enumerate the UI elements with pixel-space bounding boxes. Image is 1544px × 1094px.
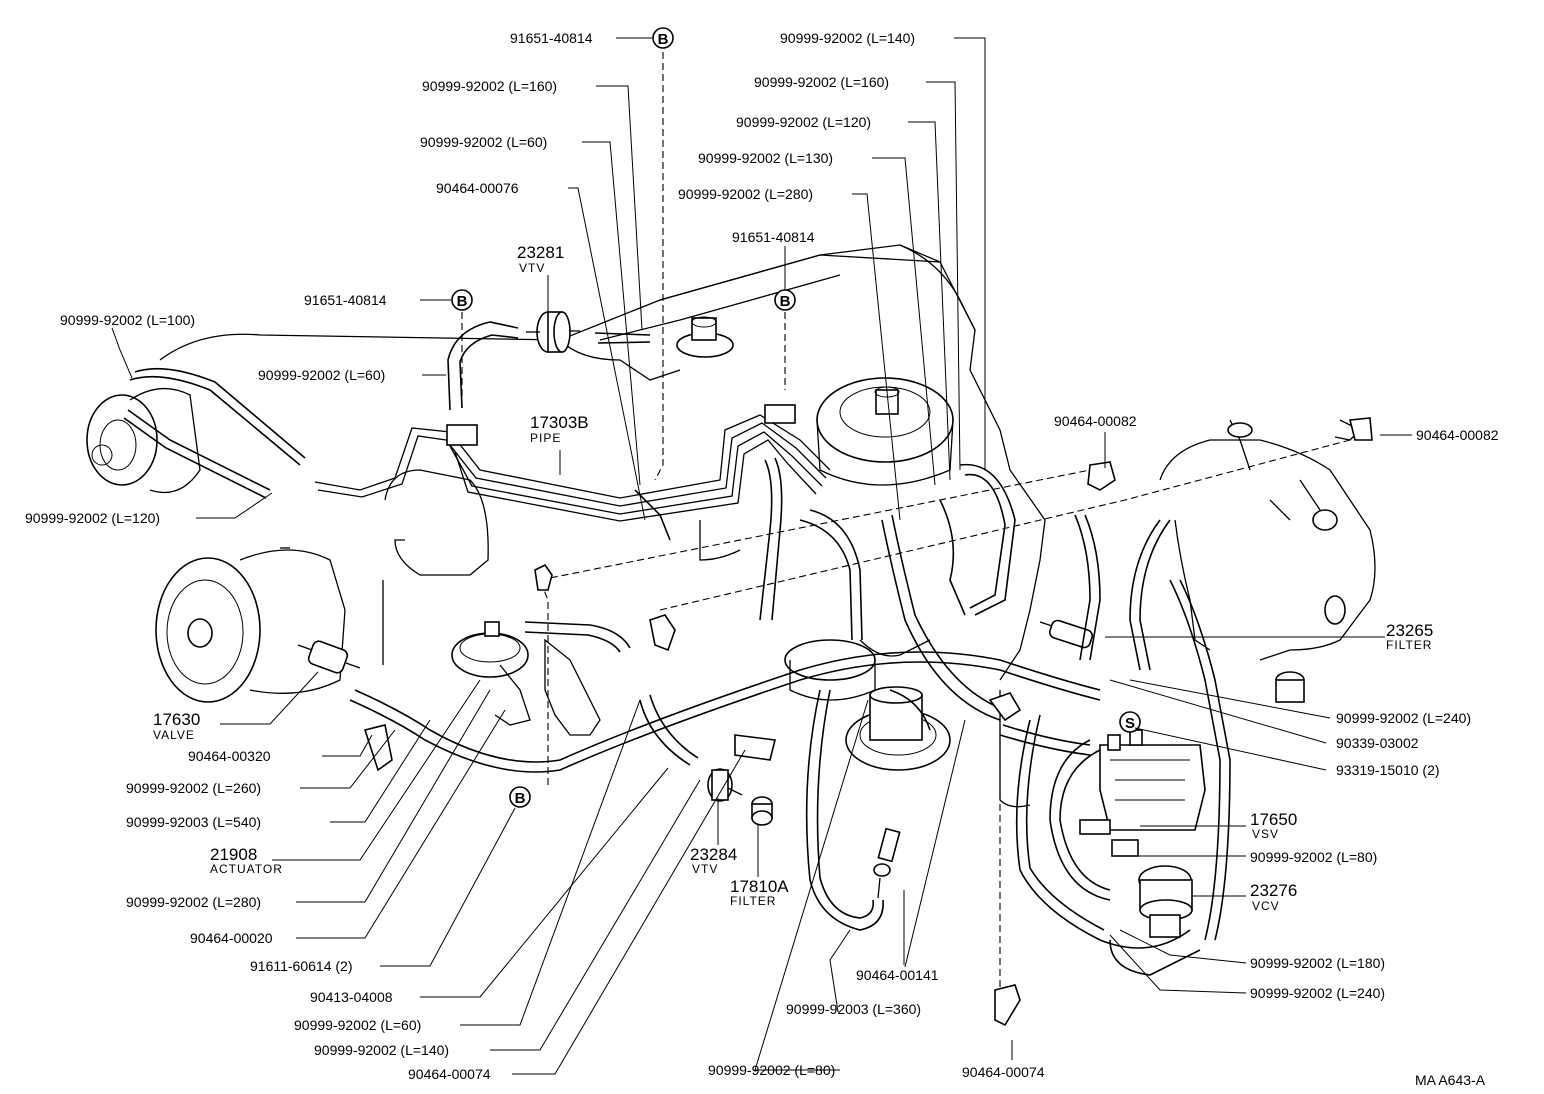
label-17303b: 17303B bbox=[530, 413, 589, 432]
sensor-plug bbox=[873, 827, 901, 899]
leader-lines bbox=[111, 37, 1412, 1075]
label-hose-l120-b: 90999-92002 (L=120) bbox=[736, 114, 871, 130]
label-90464-00076: 90464-00076 bbox=[436, 180, 519, 196]
label-hose-l80-b: 90999-92002 (L=80) bbox=[708, 1062, 835, 1078]
label-91651-40814-mid: 91651-40814 bbox=[732, 229, 815, 245]
ref-letter: B bbox=[780, 293, 791, 310]
ref-marker-b-bottom: B bbox=[509, 786, 531, 808]
ref-marker-b-left: B bbox=[451, 289, 473, 311]
ref-letter: B bbox=[515, 790, 526, 807]
label-hose-l120-left: 90999-92002 (L=120) bbox=[25, 510, 160, 526]
label-90464-00082-b: 90464-00082 bbox=[1416, 427, 1499, 443]
ref-letter: S bbox=[1125, 715, 1135, 732]
label-23265-filter: FILTER bbox=[1386, 638, 1432, 652]
label-90464-00141: 90464-00141 bbox=[856, 967, 939, 983]
label-23265: 23265 bbox=[1386, 621, 1433, 640]
label-90464-00074-b: 90464-00074 bbox=[962, 1064, 1045, 1080]
label-21908-actuator: ACTUATOR bbox=[210, 862, 283, 876]
label-17810a: 17810A bbox=[730, 877, 789, 896]
vtv-23281 bbox=[526, 311, 580, 353]
label-23284-vtv: VTV bbox=[692, 862, 718, 876]
label-91651-40814-left: 91651-40814 bbox=[304, 292, 387, 308]
label-hose-l100: 90999-92002 (L=100) bbox=[60, 312, 195, 328]
label-91611-60614: 91611-60614 (2) bbox=[250, 958, 352, 974]
label-hose-l180: 90999-92002 (L=180) bbox=[1250, 955, 1385, 971]
label-17630: 17630 bbox=[153, 710, 200, 729]
ref-marker-b-top: B bbox=[652, 27, 674, 49]
label-hose-l80-right: 90999-92002 (L=80) bbox=[1250, 849, 1377, 865]
valve-17630 bbox=[297, 640, 361, 674]
label-hose-l260: 90999-92002 (L=260) bbox=[126, 780, 261, 796]
injection-pump bbox=[1159, 419, 1376, 703]
vsv-17650 bbox=[1079, 729, 1206, 857]
ref-marker-s: S bbox=[1119, 711, 1141, 733]
label-hose-l160-a: 90999-92002 (L=160) bbox=[422, 78, 557, 94]
label-23276-vcv: VCV bbox=[1252, 899, 1280, 913]
label-23281: 23281 bbox=[517, 243, 564, 262]
label-17810a-filter: FILTER bbox=[730, 894, 776, 908]
label-hose-l130: 90999-92002 (L=130) bbox=[698, 150, 833, 166]
pipe-17303b bbox=[314, 404, 831, 522]
ref-letter: B bbox=[457, 293, 468, 310]
label-93319-15010: 93319-15010 (2) bbox=[1336, 762, 1440, 778]
ref-letter: B bbox=[658, 31, 669, 48]
label-90339-03002: 90339-03002 bbox=[1336, 735, 1419, 751]
filter-23265 bbox=[1039, 619, 1093, 649]
label-17650: 17650 bbox=[1250, 810, 1297, 829]
actuator-21908 bbox=[451, 621, 601, 736]
label-hose-l240-a: 90999-92002 (L=240) bbox=[1336, 710, 1471, 726]
air-cleaner bbox=[816, 377, 954, 486]
label-21908: 21908 bbox=[210, 845, 257, 864]
ref-marker-b-mid: B bbox=[774, 289, 796, 311]
label-hose-l540: 90999-92003 (L=540) bbox=[126, 814, 261, 830]
filter-17810a bbox=[751, 796, 773, 826]
label-hose-l240-b: 90999-92002 (L=240) bbox=[1250, 985, 1385, 1001]
label-23276: 23276 bbox=[1250, 881, 1297, 900]
label-23284: 23284 bbox=[690, 845, 737, 864]
egr-valve bbox=[784, 639, 951, 771]
label-hose-l160-b: 90999-92002 (L=160) bbox=[754, 74, 889, 90]
label-hose-l60-a: 90999-92002 (L=60) bbox=[420, 134, 547, 150]
label-hose-l280-b: 90999-92002 (L=280) bbox=[126, 894, 261, 910]
label-hose-l360: 90999-92003 (L=360) bbox=[786, 1001, 921, 1017]
label-hose-l60-c: 90999-92002 (L=60) bbox=[294, 1017, 421, 1033]
clips bbox=[363, 417, 1373, 1027]
label-17303b-pipe: PIPE bbox=[530, 431, 561, 445]
vacuum-hoses bbox=[123, 321, 1231, 976]
label-17650-vsv: VSV bbox=[1252, 827, 1279, 841]
vtv-23284 bbox=[707, 768, 743, 802]
label-90413-04008: 90413-04008 bbox=[310, 989, 393, 1005]
alternator-pulley bbox=[155, 547, 346, 703]
label-23281-vtv: VTV bbox=[519, 261, 545, 275]
label-91651-40814-top: 91651-40814 bbox=[510, 30, 593, 46]
label-90464-00320: 90464-00320 bbox=[188, 748, 271, 764]
label-hose-l140-b: 90999-92002 (L=140) bbox=[314, 1042, 449, 1058]
label-hose-l140-top: 90999-92002 (L=140) bbox=[780, 30, 915, 46]
label-90464-00082-a: 90464-00082 bbox=[1054, 413, 1137, 429]
label-90464-00020: 90464-00020 bbox=[190, 930, 273, 946]
label-17630-valve: VALVE bbox=[153, 728, 195, 742]
label-hose-l280-top: 90999-92002 (L=280) bbox=[678, 186, 813, 202]
diagram-code: MA A643-A bbox=[1415, 1072, 1486, 1088]
oil-filler-cap bbox=[676, 316, 734, 358]
water-pump bbox=[86, 387, 201, 494]
part-labels: 91651-40814 90999-92002 (L=160) 90999-92… bbox=[25, 30, 1499, 1088]
vcv-23276 bbox=[1138, 865, 1193, 938]
label-90464-00074-a: 90464-00074 bbox=[408, 1066, 491, 1082]
label-hose-l60-b: 90999-92002 (L=60) bbox=[258, 367, 385, 383]
